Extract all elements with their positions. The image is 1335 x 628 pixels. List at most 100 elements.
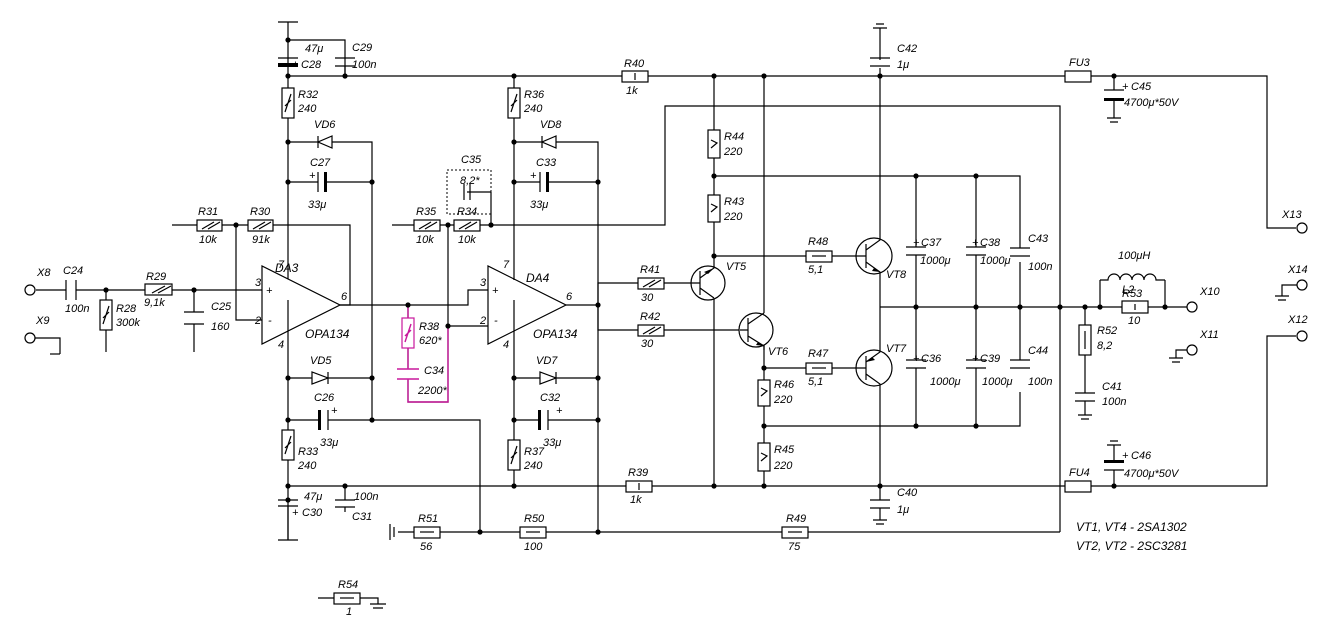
svg-text:C32: C32 [540,392,560,404]
svg-text:DA4: DA4 [526,271,550,285]
wires [30,21,1296,604]
svg-text:8,2*: 8,2* [460,175,480,187]
capacitor-c26: C26+33μ [314,392,338,449]
svg-text:4700μ*50V: 4700μ*50V [1124,468,1180,480]
svg-text:OPA134: OPA134 [305,327,350,341]
svg-text:C31: C31 [352,511,372,523]
svg-text:+: + [331,405,338,417]
svg-text:C27: C27 [310,157,331,169]
connectors: X8 X9 X10 X11 X13 X14 X12 [24,209,1308,363]
svg-text:C35: C35 [461,154,482,166]
svg-text:7: 7 [278,259,285,271]
svg-text:10k: 10k [416,234,434,246]
svg-text:3: 3 [255,277,262,289]
svg-text:VD5: VD5 [310,355,332,367]
svg-text:620*: 620* [419,335,442,347]
svg-text:+: + [913,353,920,365]
fuse-fu3: FU3 [1064,57,1092,83]
transistor-vt5: VT5 [690,256,747,301]
svg-text:220: 220 [773,460,793,472]
svg-text:220: 220 [723,211,743,223]
connector-x10: X10 [1186,286,1220,313]
connector-x13: X13 [1281,209,1308,234]
svg-text:300k: 300k [116,317,140,329]
svg-text:R43: R43 [724,196,745,208]
svg-text:-: - [268,315,272,327]
svg-text:+: + [292,507,299,519]
svg-text:R41: R41 [640,264,660,276]
svg-text:R40: R40 [624,58,645,70]
svg-text:1000μ: 1000μ [920,255,951,267]
connector-x14: X14 [1287,264,1308,291]
svg-text:240: 240 [523,460,543,472]
svg-text:1μ: 1μ [897,59,909,71]
svg-text:C37: C37 [921,237,942,249]
junction-dots [103,37,1168,535]
connector-x8: X8 [24,267,51,296]
svg-text:-: - [494,315,498,327]
capacitor-c33: C33+33μ [530,157,557,211]
svg-text:R51: R51 [418,513,438,525]
svg-text:R49: R49 [786,513,806,525]
svg-text:4: 4 [278,339,284,351]
svg-text:+: + [556,405,563,417]
svg-text:1000μ: 1000μ [982,376,1013,388]
svg-text:VT8: VT8 [886,269,907,281]
svg-text:+: + [292,59,299,71]
magenta-rc-network [397,305,449,403]
svg-text:47μ: 47μ [305,43,323,55]
svg-text:R47: R47 [808,348,829,360]
svg-text:100μH: 100μH [1118,250,1150,262]
fuse-fu4: FU4 [1064,467,1092,493]
svg-text:R42: R42 [640,311,660,323]
svg-text:10k: 10k [458,234,476,246]
svg-text:33μ: 33μ [320,437,338,449]
svg-text:VT7: VT7 [886,343,907,355]
svg-text:VD8: VD8 [540,119,562,131]
svg-text:C39: C39 [980,353,1000,365]
svg-text:33μ: 33μ [543,437,561,449]
svg-text:7: 7 [503,259,510,271]
svg-text:R30: R30 [250,206,271,218]
svg-text:DA3: DA3 [275,261,299,275]
svg-text:1: 1 [346,606,352,618]
svg-text:100n: 100n [352,59,376,71]
svg-text:VT2, VT2 - 2SC3281: VT2, VT2 - 2SC3281 [1076,539,1187,553]
diode-vd6: VD5VD6 [314,119,336,149]
diode-vd8: VD8 [540,119,562,149]
svg-text:C29: C29 [352,42,372,54]
svg-text:C34: C34 [424,365,444,377]
svg-text:6: 6 [341,291,348,303]
svg-text:C44: C44 [1028,345,1048,357]
svg-text:R48: R48 [808,236,829,248]
svg-text:R37: R37 [524,446,545,458]
svg-text:10k: 10k [199,234,217,246]
svg-text:1μ: 1μ [897,504,909,516]
svg-text:220: 220 [773,394,793,406]
svg-text:8,2: 8,2 [1097,340,1112,352]
svg-text:R52: R52 [1097,325,1117,337]
opamp-da3: DA3 7 4 3 2 + - 6 OPA134 [254,259,350,351]
svg-text:6: 6 [566,291,573,303]
svg-text:VT6: VT6 [768,346,789,358]
svg-text:75: 75 [788,541,801,553]
fuses: FU3 FU4 [1064,57,1092,493]
